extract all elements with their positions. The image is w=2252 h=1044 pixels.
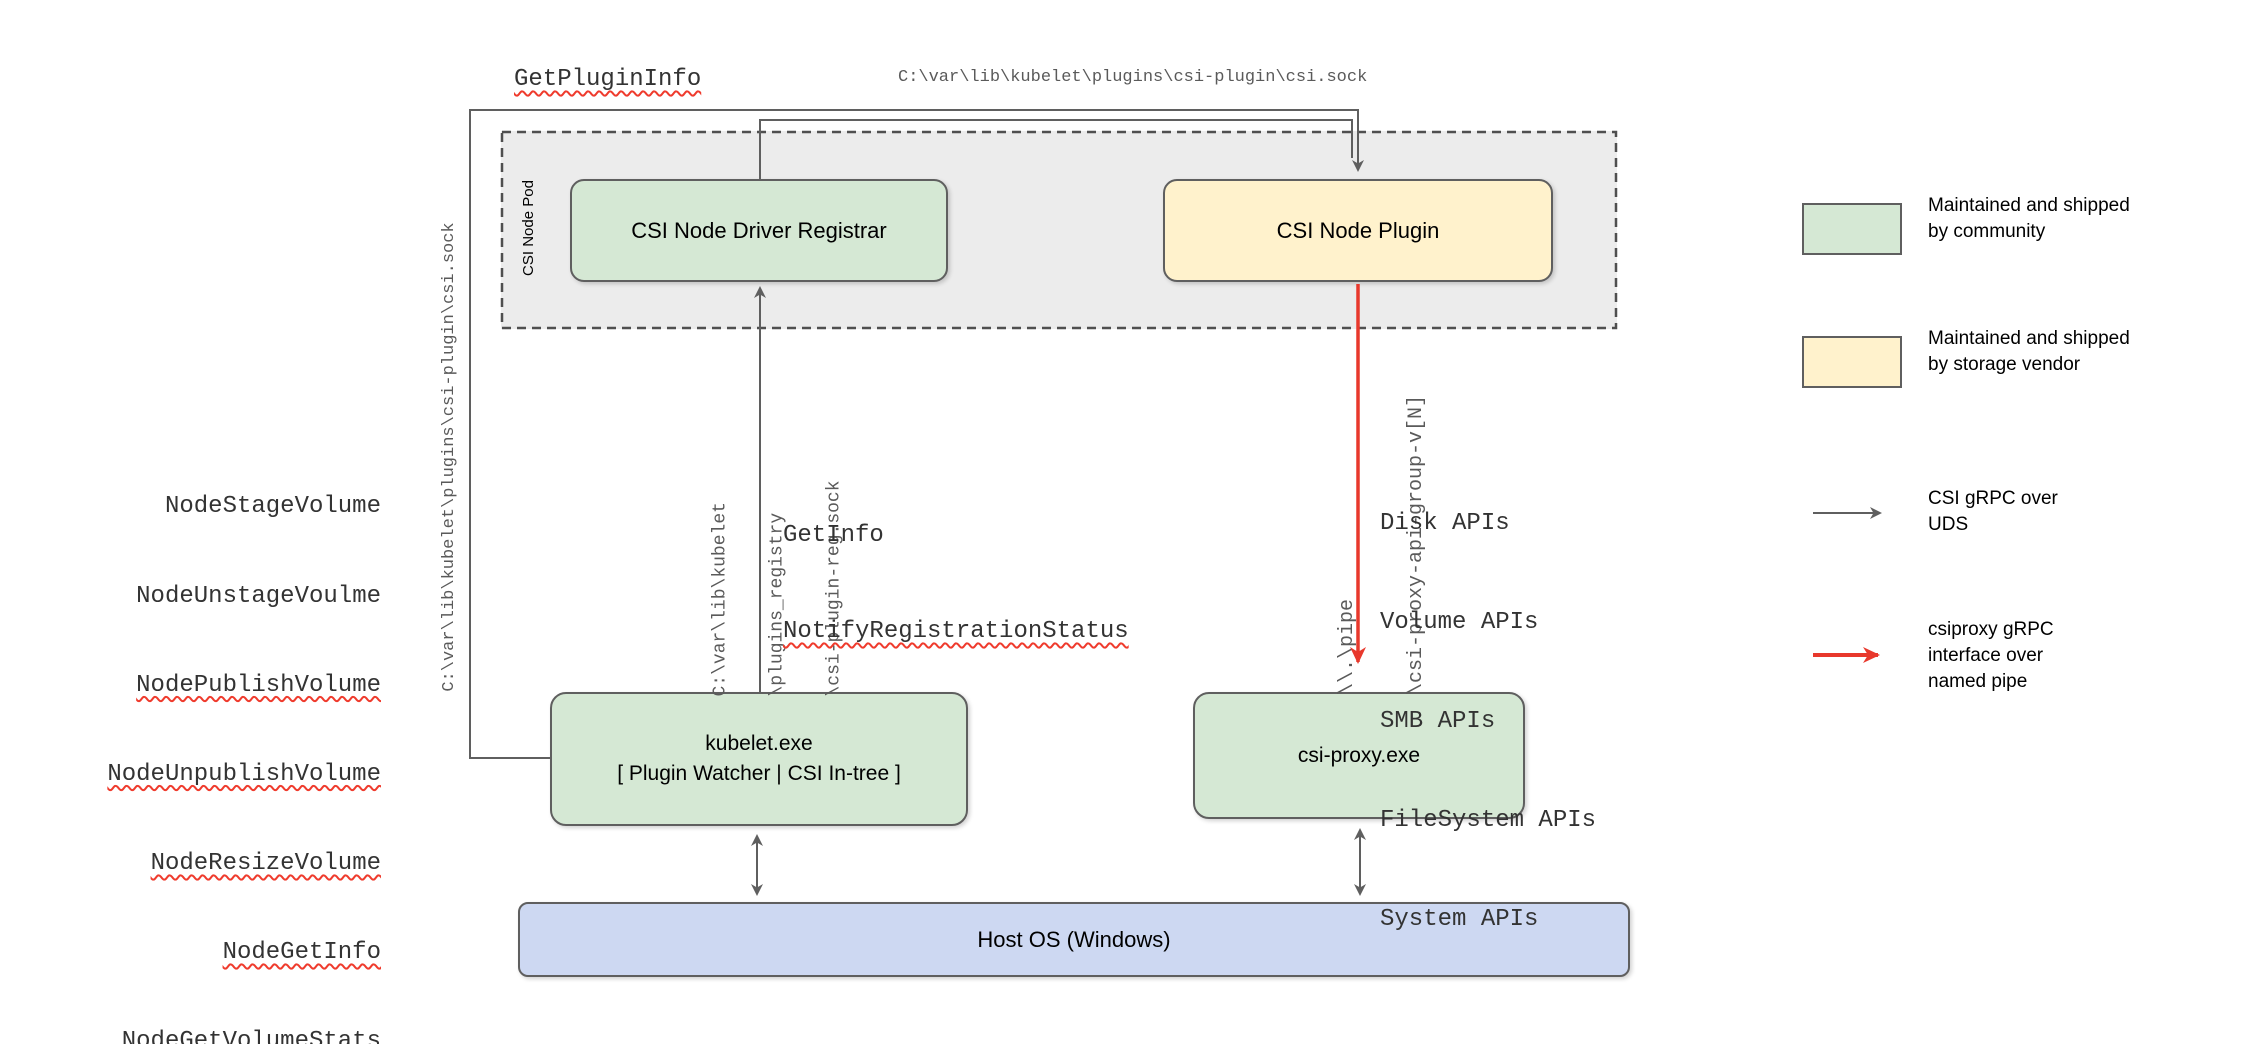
csi-node-pod-label: CSI Node Pod: [520, 180, 537, 276]
get-plugin-info-label: GetPluginInfo: [514, 66, 702, 93]
legend-named-pipe-line3: named pipe: [1928, 671, 2028, 692]
legend-vendor-swatch: [1802, 336, 1902, 388]
legend-community-line1: Maintained and shipped: [1928, 195, 2130, 216]
legend-named-pipe-label: csiproxy gRPC interface over named pipe: [1928, 617, 2054, 695]
host-os-box: Host OS (Windows): [518, 902, 1630, 977]
proxy-api-group: FileSystem APIs: [1380, 807, 1597, 834]
csi-node-driver-registrar-box: CSI Node Driver Registrar: [570, 179, 948, 282]
host-os-label: Host OS (Windows): [977, 926, 1171, 952]
legend-uds-line1: CSI gRPC over: [1928, 488, 2058, 509]
legend-uds-label: CSI gRPC over UDS: [1928, 486, 2058, 538]
csi-sock-path-left-label: C:\var\lib\kubelet\plugins\csi-plugin\cs…: [440, 222, 459, 692]
csi-node-driver-registrar-label: CSI Node Driver Registrar: [631, 217, 887, 243]
csi-sock-path-top-label: C:\var\lib\kubelet\plugins\csi-plugin\cs…: [898, 68, 1368, 87]
proxy-api-group-list: Disk APIs Volume APIs SMB APIs FileSyste…: [1380, 441, 1596, 1002]
node-rpc-call: NodeGetVolumeStats: [121, 1028, 381, 1044]
get-info-label: GetInfo: [783, 522, 884, 549]
legend-vendor-line2: by storage vendor: [1928, 354, 2081, 375]
legend-named-pipe-line2: interface over: [1928, 645, 2044, 666]
proxy-api-group: System APIs: [1380, 906, 1539, 933]
csi-node-plugin-label: CSI Node Plugin: [1276, 217, 1440, 243]
legend-community-line2: by community: [1928, 221, 2046, 242]
registration-rpc-list: GetInfo NotifyRegistrationStatus: [783, 456, 1129, 712]
legend-vendor-line1: Maintained and shipped: [1928, 328, 2130, 349]
node-rpc-call: NodeUnstageVoulme: [136, 582, 381, 610]
proxy-api-group: Disk APIs: [1380, 510, 1510, 537]
node-rpc-call: NodePublishVolume: [136, 671, 381, 699]
kubelet-label-line1: kubelet.exe: [705, 732, 813, 755]
registrar-sock-path-label: C:\var\lib\kubelet \plugins_registry \cs…: [674, 457, 845, 697]
proxy-api-group: SMB APIs: [1380, 708, 1496, 735]
kubelet-box: kubelet.exe [ Plugin Watcher | CSI In-tr…: [550, 692, 968, 826]
named-pipe-path-label: \\.\pipe \csi-proxy-api-group-v[N]: [1290, 365, 1428, 695]
node-rpc-call: NodeStageVolume: [164, 493, 381, 521]
legend-community-label: Maintained and shipped by community: [1928, 193, 2130, 245]
registrar-sock-path-line: C:\var\lib\kubelet: [710, 502, 731, 697]
kubelet-label-line2: [ Plugin Watcher | CSI In-tree ]: [617, 762, 901, 785]
node-rpc-call: NodeResizeVolume: [150, 849, 381, 877]
node-rpc-call-list: NodeStageVolume NodeUnstageVoulme NodePu…: [80, 433, 381, 1044]
legend-vendor-label: Maintained and shipped by storage vendor: [1928, 326, 2130, 378]
csi-node-plugin-box: CSI Node Plugin: [1163, 179, 1553, 282]
proxy-api-group: Volume APIs: [1380, 609, 1539, 636]
legend-named-pipe-line1: csiproxy gRPC: [1928, 619, 2054, 640]
legend-community-swatch: [1802, 203, 1902, 255]
named-pipe-path-line: \\.\pipe: [1336, 598, 1359, 695]
notify-registration-status-label: NotifyRegistrationStatus: [783, 618, 1129, 645]
node-rpc-call: NodeGetInfo: [222, 938, 381, 966]
node-rpc-call: NodeUnpublishVolume: [107, 760, 381, 788]
legend-uds-line2: UDS: [1928, 514, 1969, 535]
